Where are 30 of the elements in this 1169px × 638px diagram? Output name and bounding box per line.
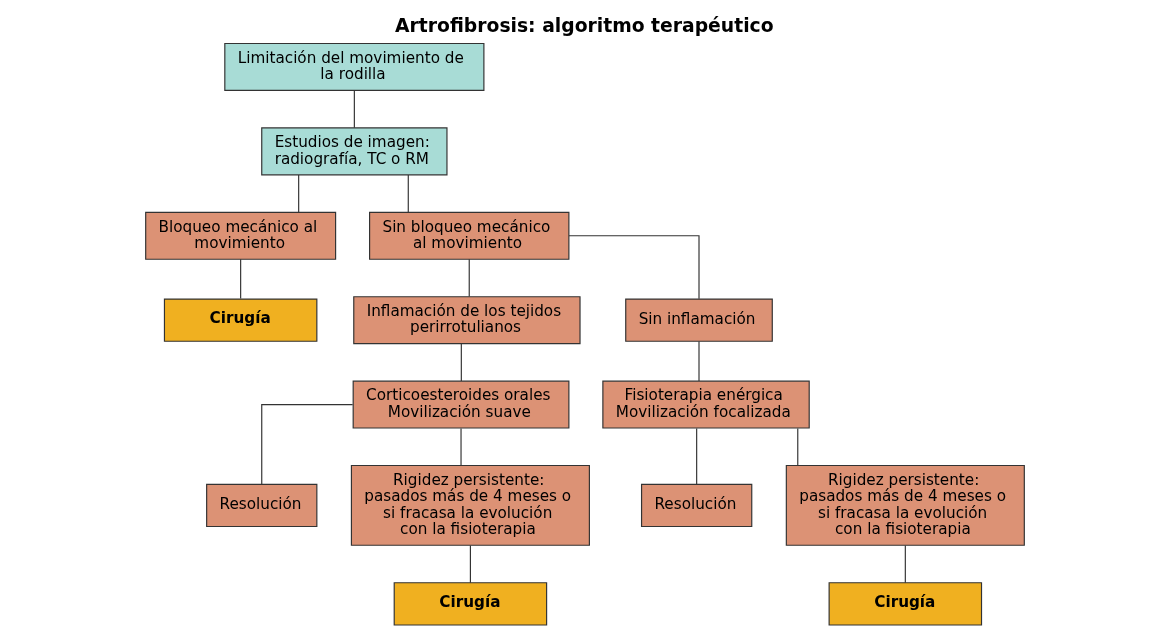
connector bbox=[459, 427, 462, 467]
connector bbox=[297, 174, 299, 213]
node-box: Fisioterapia enérgica Movilización focalizada bbox=[601, 380, 810, 429]
connector bbox=[260, 404, 353, 485]
connector bbox=[460, 343, 462, 382]
connector bbox=[468, 258, 470, 298]
connector bbox=[697, 340, 700, 382]
node-box: Bloqueo mecánico al movimiento bbox=[144, 211, 336, 260]
node-box: Cirugía bbox=[393, 582, 547, 626]
diagram-title: Artrofibrosis: algoritmo terapéutico bbox=[394, 14, 774, 36]
node-box: Cirugía bbox=[163, 298, 317, 342]
node-box: Sin bloqueo mecánico al movimiento bbox=[368, 211, 569, 260]
connector bbox=[796, 427, 798, 467]
node-box: Estudios de imagen: radiografía, TC o RM bbox=[260, 127, 448, 176]
connector bbox=[469, 544, 471, 584]
node-box: Rigidez persistente: pasados más de 4 meses o si fracasa la evolución con la fisioterapia bbox=[350, 464, 590, 546]
node-box: Sin inflamación bbox=[624, 298, 773, 342]
node-box: Inflamación de los tejidos perirrotulianos bbox=[352, 296, 581, 345]
node-box: Rigidez persistente: pasados más de 4 meses o si fracasa la evolución con la fisioterapia bbox=[785, 464, 1025, 546]
connector bbox=[904, 544, 906, 584]
node-box: Corticoesteroides orales Movilización suave bbox=[352, 380, 569, 429]
connector bbox=[407, 174, 409, 213]
node-box: Cirugía bbox=[828, 582, 982, 626]
connector bbox=[567, 235, 700, 300]
connector bbox=[695, 427, 697, 485]
node-box: Limitación del movimiento de la rodilla bbox=[223, 42, 484, 91]
connector bbox=[353, 89, 355, 129]
connector bbox=[239, 258, 241, 300]
node-box: Resolución bbox=[640, 483, 752, 528]
node-box: Resolución bbox=[205, 483, 317, 528]
